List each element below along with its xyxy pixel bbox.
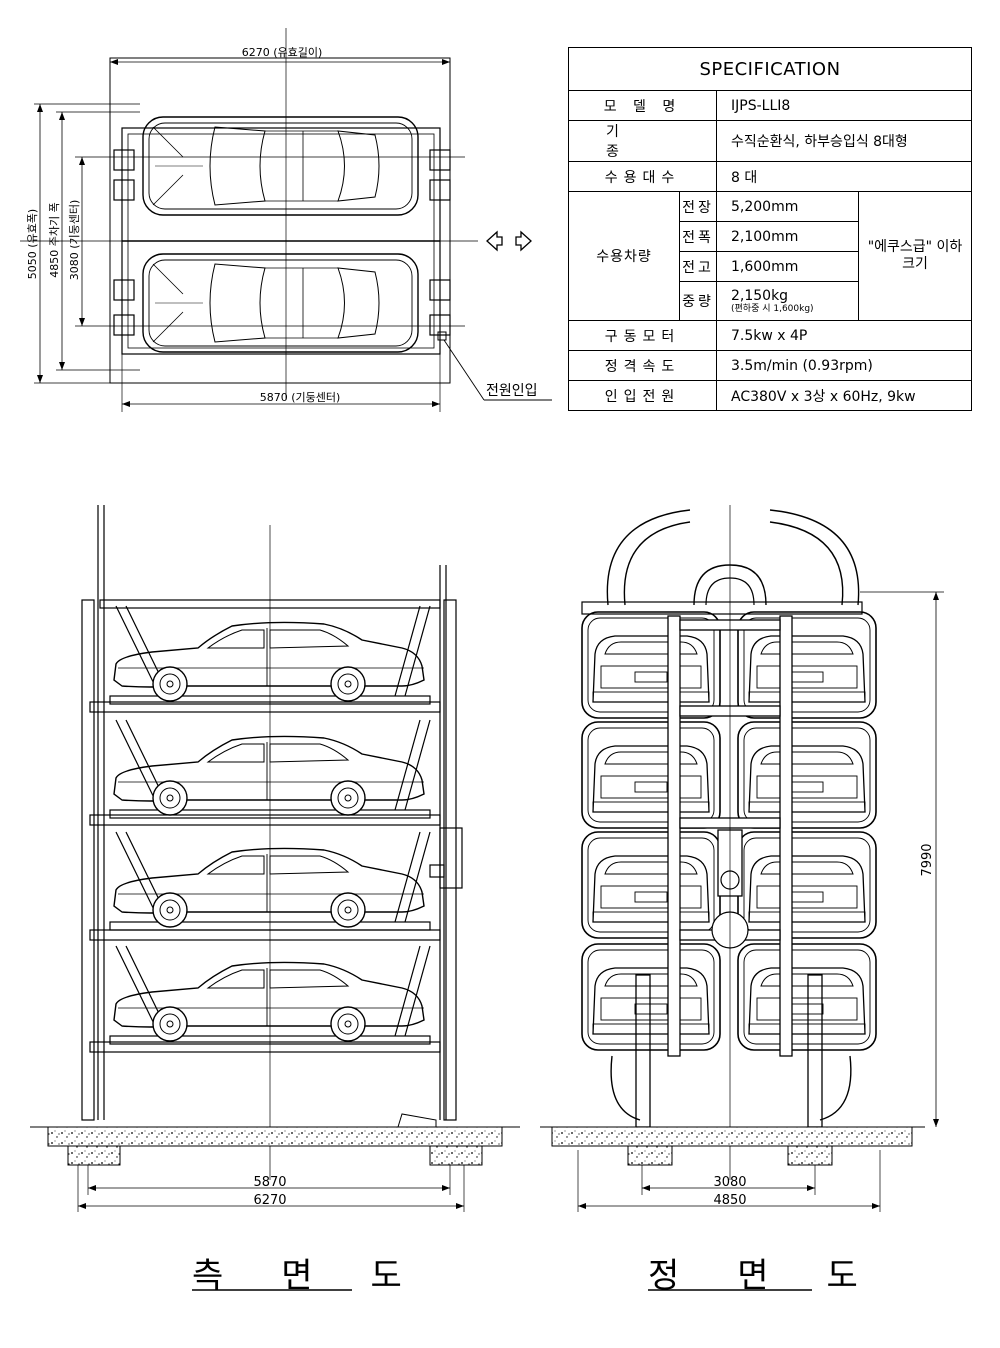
spec-value-weight: 2,150kg [731,287,789,304]
plan-dim-left-3: 3080 (기둥센터) [68,200,81,281]
spec-value-capacity: 8 대 [716,161,972,192]
spec-label-power: 인입전원 [568,380,717,411]
spec-value-width: 2,100mm [716,221,859,252]
spec-title: SPECIFICATION [568,47,972,91]
plan-dim-top: 6270 (유효길이) [242,46,323,59]
spec-sub-weight: 중량 [679,281,717,321]
spec-value-height: 1,600mm [716,251,859,282]
plan-view: 6270 (유효길이) 5050 (유효폭) 4850 주차기 폭 3080 ( [20,28,552,412]
spec-value-weight-cell: 2,150kg (편하중 시 1,600kg) [716,281,859,321]
spec-sub-height: 전고 [679,251,717,282]
front-view-title: 정면도 [648,1256,916,1296]
spec-label-motor: 구동모터 [568,320,717,351]
side-view-title: 측면도 [192,1256,460,1296]
spec-label-speed: 정격속도 [568,350,717,381]
spec-value-motor: 7.5kw x 4P [716,320,972,351]
spec-label-model: 모 델 명 [568,90,717,121]
front-dim-outer: 4850 [713,1193,746,1208]
spec-value-power: AC380V x 3상 x 60Hz, 9kw [716,380,972,411]
spec-sub-width: 전폭 [679,221,717,252]
side-view: 5870 6270 [30,505,520,1291]
front-view: 7990 3080 4850 [540,505,944,1291]
spec-value-model: IJPS-LLI8 [716,90,972,121]
spec-label-capacity: 수용대수 [568,161,717,192]
spec-value-speed: 3.5m/min (0.93rpm) [716,350,972,381]
double-arrow-icon [486,230,532,252]
spec-value-length: 5,200mm [716,191,859,222]
plan-dim-left-1: 5050 (유효폭) [26,209,39,279]
specification-table: SPECIFICATION 모 델 명 IJPS-LLI8 기 종 수직순환식,… [568,47,972,411]
spec-vehicle-note: "에쿠스급" 이하 크기 [858,191,972,321]
plan-dim-left-2: 4850 주차기 폭 [48,202,61,277]
front-dim-inner: 3080 [713,1175,746,1190]
spec-label-vehicle: 수용차량 [568,191,680,321]
spec-weight-note: (편하중 시 1,600kg) [731,303,814,314]
side-dim-inner: 5870 [253,1175,286,1190]
plan-dim-bottom: 5870 (기둥센터) [260,391,341,404]
side-dim-outer: 6270 [253,1193,286,1208]
spec-sub-length: 전장 [679,191,717,222]
spec-label-type: 기 종 [568,120,717,162]
spec-value-type: 수직순환식, 하부승입식 8대형 [716,120,972,162]
plan-power-label: 전원인입 [486,383,538,399]
front-dim-height: 7990 [920,843,935,876]
